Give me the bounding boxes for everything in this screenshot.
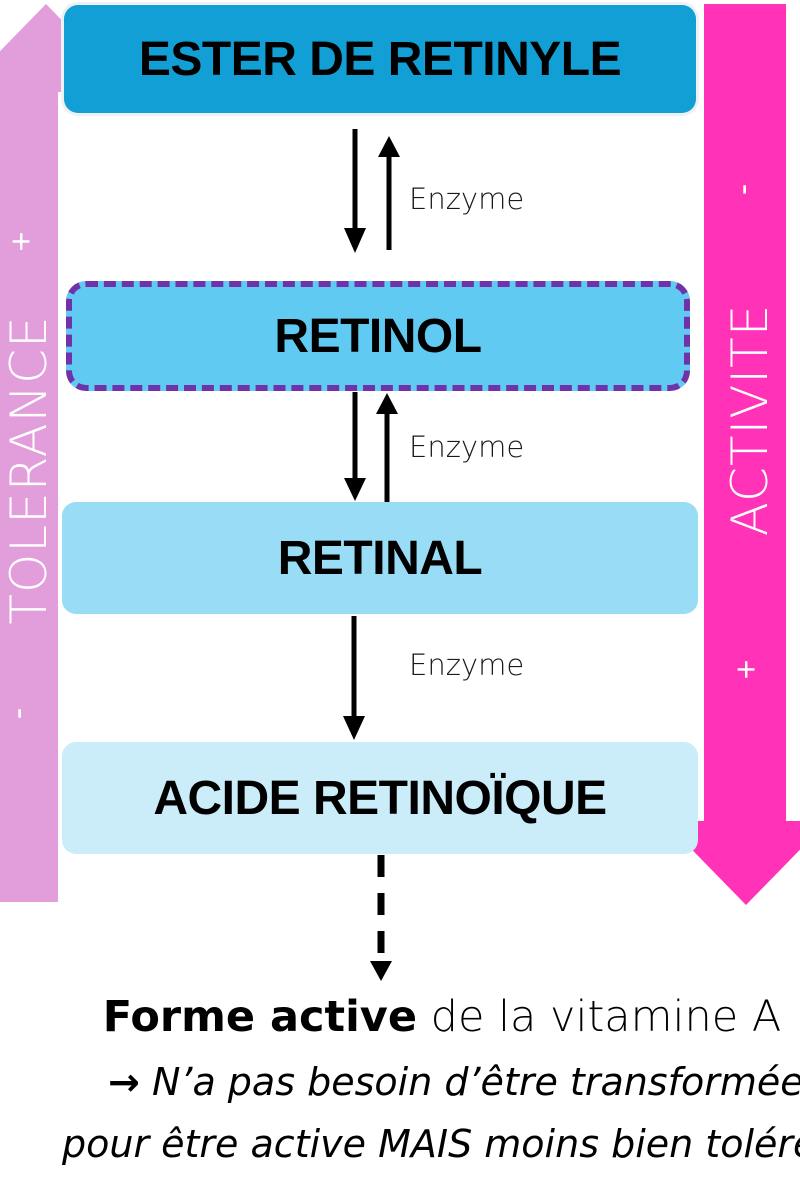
node-label: ESTER DE RETINYLE	[138, 32, 622, 86]
edge-1-up-arrowhead	[378, 136, 400, 157]
edge-3-down-arrowhead	[343, 716, 365, 740]
edge-4-dashed-arrowhead	[370, 961, 392, 981]
node-label: RETINOL	[274, 309, 482, 363]
node-label: RETINAL	[277, 531, 483, 585]
footer-title-rest: de la vitamine A	[417, 992, 782, 1042]
node-acide-retinoique: ACIDE RETINOÏQUE	[62, 742, 698, 854]
edge-2-up-arrowhead	[376, 393, 398, 414]
footer-line-2-text: N’a pas besoin d’être transformée	[151, 1060, 800, 1104]
edge-2-down-arrowhead	[344, 478, 366, 501]
node-label: ACIDE RETINOÏQUE	[153, 771, 607, 825]
footer-line-3: pour être active MAIS moins bien toléré	[62, 1122, 800, 1166]
footer-title: Forme active de la vitamine A	[0, 992, 800, 1042]
node-ester-de-retinyle: ESTER DE RETINYLE	[64, 5, 696, 113]
node-retinol: RETINOL	[66, 281, 690, 391]
edge-1-down-arrowhead	[344, 228, 366, 253]
edge-3-label: Enzyme	[409, 648, 525, 682]
edge-2-label: Enzyme	[409, 430, 525, 464]
edge-1-label: Enzyme	[409, 182, 525, 216]
arrow-right-icon: →	[108, 1060, 140, 1104]
footer-title-bold: Forme active	[102, 992, 417, 1042]
tolerance-arrow-shaft	[0, 90, 58, 902]
node-retinal: RETINAL	[62, 502, 698, 614]
activity-arrow-shaft	[704, 4, 786, 824]
footer-line-2: → N’a pas besoin d’être transformée	[108, 1060, 800, 1104]
